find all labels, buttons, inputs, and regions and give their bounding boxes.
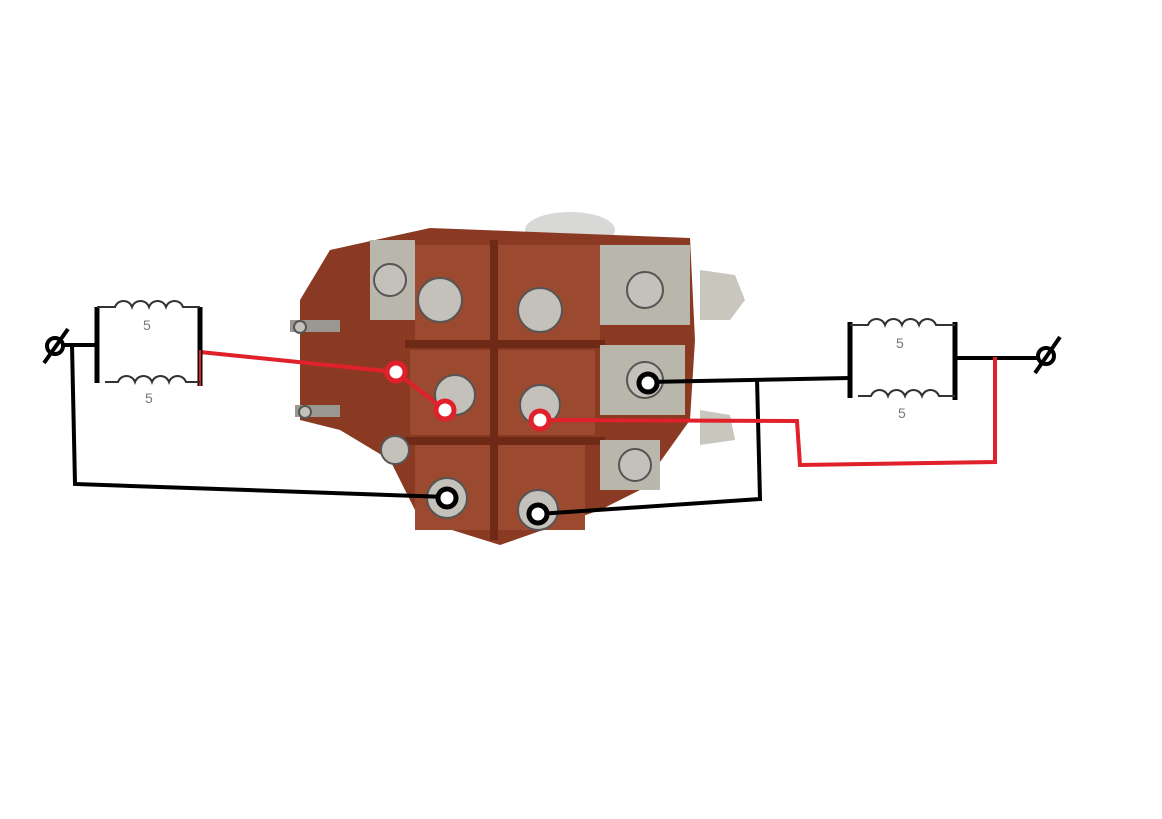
left-terminal-icon <box>42 327 70 365</box>
right-coil: 5 5 <box>847 318 958 421</box>
right-terminal-icon <box>1033 335 1062 375</box>
terminal-nuts <box>293 263 664 531</box>
black-wires <box>60 343 1040 516</box>
coil-label: 5 <box>898 405 906 421</box>
coil-label: 5 <box>145 390 153 406</box>
coil-label: 5 <box>143 317 151 333</box>
left-coil: 5 5 <box>94 300 203 406</box>
coil-label: 5 <box>896 335 904 351</box>
terminal-markers <box>384 360 660 526</box>
